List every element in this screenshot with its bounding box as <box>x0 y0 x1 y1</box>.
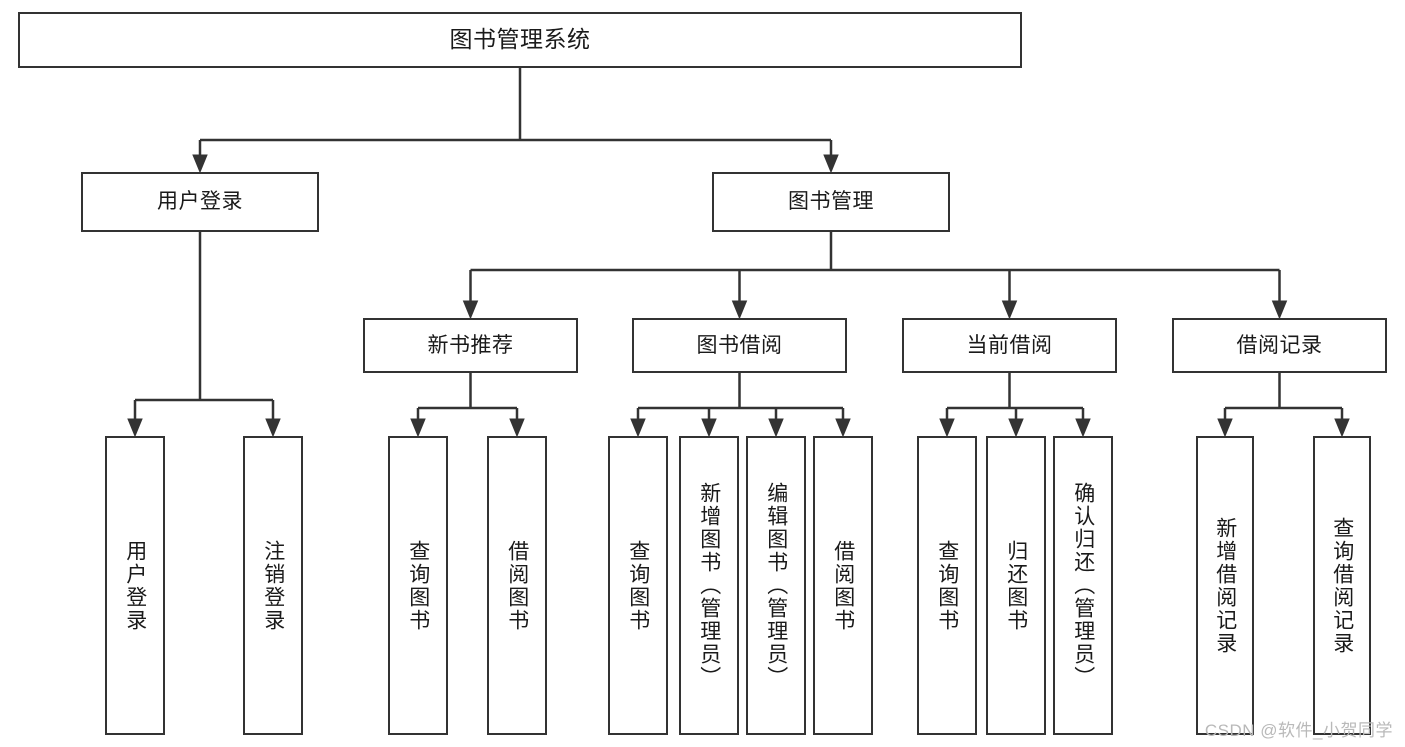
node-label: 归还图书 <box>1004 539 1028 632</box>
arrowhead-bookmgmt <box>823 154 839 174</box>
node-records[interactable]: 借阅记录 <box>1172 318 1387 373</box>
arrowhead-leaf-logout <box>265 418 281 438</box>
node-label: 用户登录 <box>157 190 243 214</box>
node-leaf-borrow-book-2[interactable]: 借阅图书 <box>813 436 873 735</box>
arrowhead-leaf-query-book-2 <box>630 418 646 438</box>
node-label: 图书管理 <box>788 190 874 214</box>
node-label: 借阅记录 <box>1236 333 1323 357</box>
node-leaf-add-book[interactable]: 新增图书（管理员） <box>679 436 739 735</box>
node-label: 查询图书 <box>935 539 959 632</box>
node-leaf-logout[interactable]: 注销登录 <box>243 436 303 735</box>
arrowhead-leaf-add-book <box>701 418 717 438</box>
node-leaf-query-book-3[interactable]: 查询图书 <box>917 436 977 735</box>
node-root[interactable]: 图书管理系统 <box>18 12 1022 68</box>
node-label: 查询借阅记录 <box>1330 516 1354 655</box>
arrowhead-newbook <box>462 300 479 320</box>
arrowhead-leaf-borrow-book-1 <box>509 418 525 438</box>
node-label: 新增借阅记录 <box>1213 516 1237 655</box>
arrowhead-leaf-query-book-3 <box>939 418 955 438</box>
node-bookmgmt[interactable]: 图书管理 <box>712 172 950 232</box>
node-current[interactable]: 当前借阅 <box>902 318 1117 373</box>
node-label: 借阅图书 <box>505 539 529 632</box>
node-leaf-query-book-2[interactable]: 查询图书 <box>608 436 668 735</box>
node-label: 确认归还（管理员） <box>1071 482 1095 689</box>
node-label: 用户登录 <box>123 539 147 632</box>
arrowhead-borrow <box>731 300 748 320</box>
node-label: 编辑图书（管理员） <box>764 482 788 689</box>
arrowhead-login <box>192 154 208 174</box>
arrowhead-leaf-query-book-1 <box>410 418 426 438</box>
node-label: 注销登录 <box>261 539 285 632</box>
arrowhead-leaf-user-login <box>127 418 143 438</box>
arrowhead-leaf-add-record <box>1217 418 1233 438</box>
node-login[interactable]: 用户登录 <box>81 172 319 232</box>
node-leaf-query-book-1[interactable]: 查询图书 <box>388 436 448 735</box>
node-newbook[interactable]: 新书推荐 <box>363 318 578 373</box>
arrowhead-leaf-return-book <box>1008 418 1024 438</box>
node-borrow[interactable]: 图书借阅 <box>632 318 847 373</box>
node-leaf-borrow-book-1[interactable]: 借阅图书 <box>487 436 547 735</box>
node-leaf-query-record[interactable]: 查询借阅记录 <box>1313 436 1371 735</box>
arrowhead-leaf-query-record <box>1334 418 1350 438</box>
node-leaf-confirm-return[interactable]: 确认归还（管理员） <box>1053 436 1113 735</box>
node-label: 查询图书 <box>406 539 430 632</box>
node-label: 图书借阅 <box>696 333 783 357</box>
node-label: 借阅图书 <box>831 539 855 632</box>
node-label: 当前借阅 <box>966 333 1053 357</box>
node-label: 图书管理系统 <box>449 26 591 53</box>
node-label: 新增图书（管理员） <box>697 482 721 689</box>
node-leaf-add-record[interactable]: 新增借阅记录 <box>1196 436 1254 735</box>
node-label: 新书推荐 <box>427 333 514 357</box>
watermark: CSDN @软件_小贺同学 <box>1204 721 1393 740</box>
arrowhead-current <box>1001 300 1018 320</box>
arrowhead-records <box>1271 300 1288 320</box>
arrowhead-leaf-borrow-book-2 <box>835 418 851 438</box>
arrowhead-leaf-edit-book <box>768 418 784 438</box>
node-leaf-edit-book[interactable]: 编辑图书（管理员） <box>746 436 806 735</box>
arrowhead-leaf-confirm-return <box>1075 418 1091 438</box>
node-leaf-return-book[interactable]: 归还图书 <box>986 436 1046 735</box>
node-label: 查询图书 <box>626 539 650 632</box>
node-leaf-user-login[interactable]: 用户登录 <box>105 436 165 735</box>
